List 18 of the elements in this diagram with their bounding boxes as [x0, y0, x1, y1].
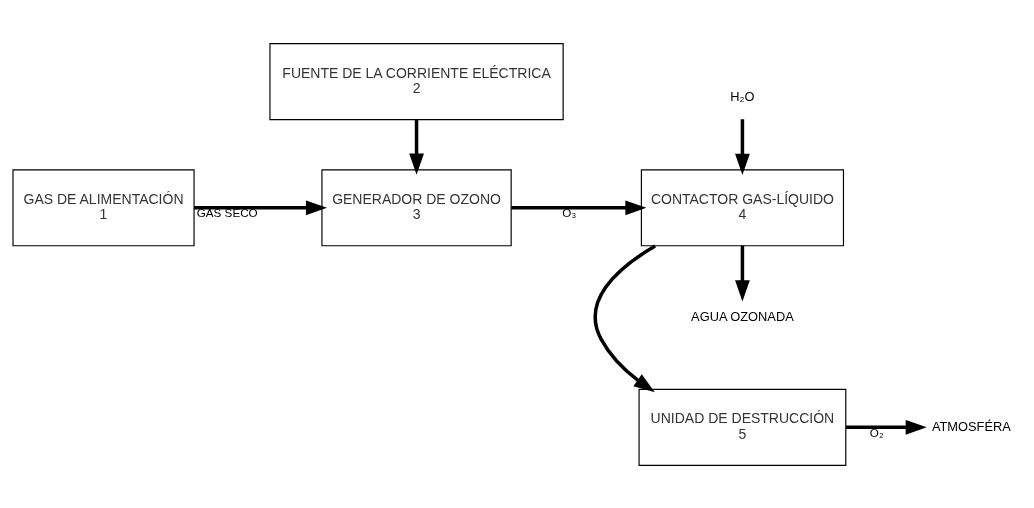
- edge-label: O₂: [869, 425, 884, 439]
- node-box: FUENTE DE LA CORRIENTE ELÉCTRICA 2: [269, 42, 564, 120]
- node-text: ATMOSFÉRA: [931, 418, 1011, 434]
- edge-label: GAS SECO: [196, 205, 258, 219]
- arrow: [845, 419, 927, 435]
- node-box: UNIDAD DE DESTRUCCIÓN 5: [638, 388, 847, 466]
- arrow: [593, 243, 657, 392]
- arrow: [511, 199, 647, 215]
- node-text: H₂O: [730, 88, 755, 104]
- arrow: [194, 199, 327, 215]
- arrow: [409, 119, 424, 175]
- node-box: GAS DE ALIMENTACIÓN 1: [12, 168, 195, 246]
- arrow: [735, 245, 750, 301]
- node-text: AGUA OZONADA: [691, 308, 794, 324]
- node-box: CONTACTOR GAS-LÍQUIDO 4: [640, 168, 845, 246]
- arrow: [735, 118, 750, 175]
- node-box: GENERADOR DE OZONO 3: [321, 168, 512, 246]
- edge-label: O₃: [562, 205, 577, 219]
